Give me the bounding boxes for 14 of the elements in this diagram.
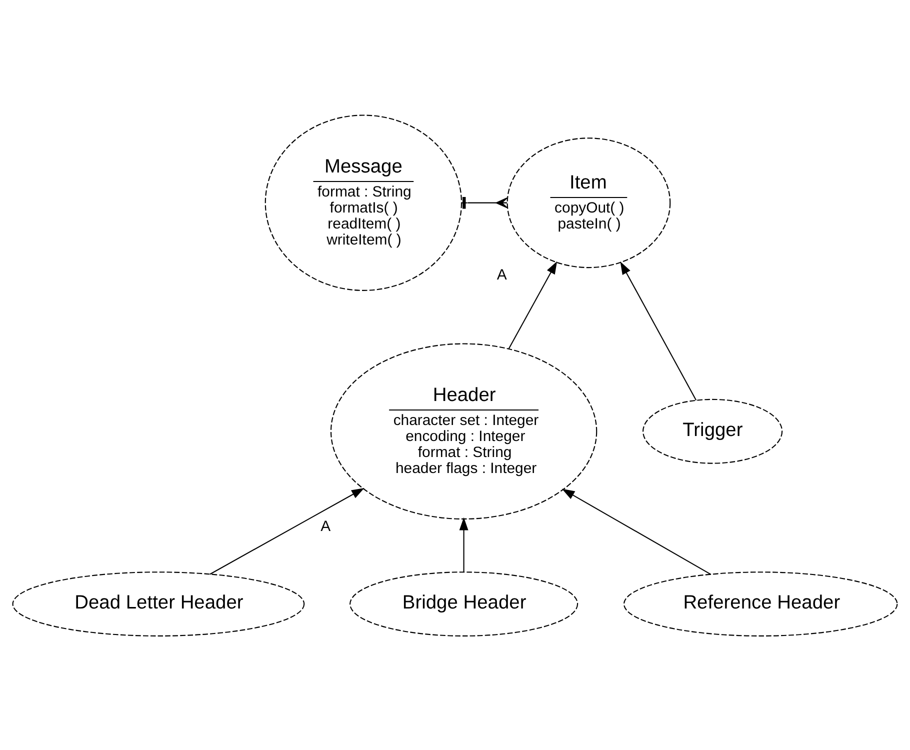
arrow: [562, 488, 712, 574]
arrow: [620, 261, 697, 400]
node-ellipse: Bridge Header: [350, 571, 578, 636]
node-ellipse: Header character set : Integer encoding : Integer format : String header flags : Integer: [330, 342, 598, 519]
node-label: A: [320, 517, 331, 534]
arrow: [459, 516, 468, 572]
node-ellipse: Item copyOut( ) pasteIn( ): [506, 137, 671, 268]
node-ellipse: Reference Header: [623, 571, 898, 636]
node-ellipse: Message format : String formatIs( ) readItem( ) writeItem( ): [264, 114, 462, 290]
arrow: [210, 487, 364, 574]
node-label: A: [496, 266, 507, 284]
node-ellipse: Trigger: [642, 398, 783, 464]
node-ellipse: Dead Letter Header: [12, 571, 305, 636]
arrow: [508, 260, 558, 349]
